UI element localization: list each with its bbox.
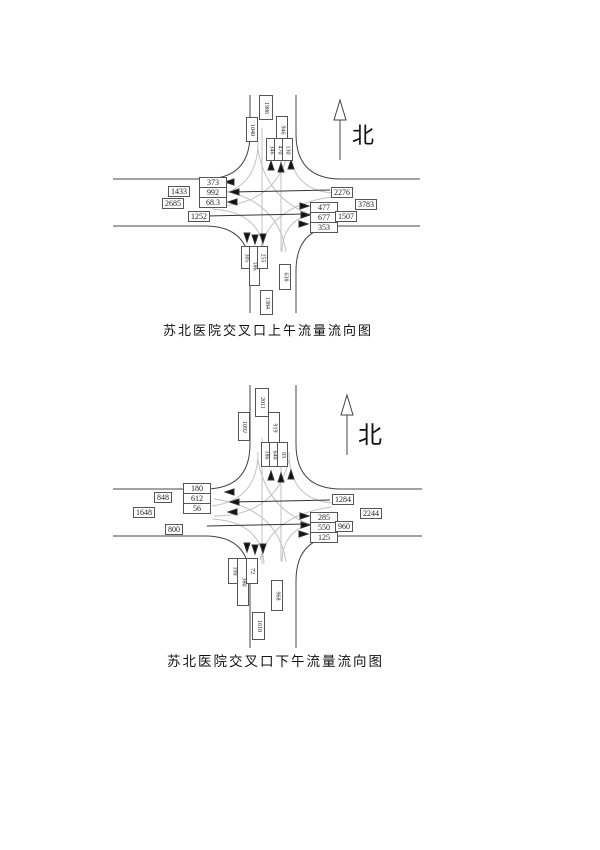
afternoon-west-movement-box: 180 612 56 bbox=[183, 483, 211, 514]
morning-caption: 苏北医院交叉口上午流量流向图 bbox=[163, 323, 374, 338]
afternoon-north-label: 北 bbox=[358, 423, 382, 449]
afternoon-east-movement-box: 285 550 125 bbox=[310, 512, 338, 543]
morning-east-movement-box: 477 677 353 bbox=[310, 202, 338, 233]
morning-west-exit: 1252 bbox=[188, 211, 210, 222]
morning-west-total: 2685 bbox=[162, 198, 184, 209]
morning-east-total: 3783 bbox=[355, 199, 377, 210]
afternoon-west-total: 1648 bbox=[133, 507, 155, 518]
morning-south-exit: 638 bbox=[279, 264, 291, 290]
afternoon-south-total: 1610 bbox=[252, 612, 265, 640]
morning-north-label: 北 bbox=[352, 123, 375, 148]
afternoon-east-sum: 960 bbox=[335, 521, 353, 532]
afternoon-north-movement-3: 93 bbox=[277, 442, 288, 467]
afternoon-west-sum: 848 bbox=[154, 492, 172, 503]
afternoon-south-exit: 968 bbox=[271, 580, 283, 611]
afternoon-north-sum: 919 bbox=[268, 412, 280, 443]
afternoon-west-exit: 800 bbox=[165, 524, 183, 535]
afternoon-north-arrow-icon bbox=[340, 394, 354, 456]
afternoon-caption: 苏北医院交叉口下午流量流向图 bbox=[167, 654, 384, 669]
morning-north-arrow-icon bbox=[333, 99, 347, 161]
afternoon-north-exit: 1092 bbox=[238, 412, 250, 441]
afternoon-east-total: 2244 bbox=[360, 508, 382, 519]
afternoon-west-movement-3: 56 bbox=[183, 503, 211, 514]
afternoon-north-total: 2011 bbox=[255, 388, 269, 417]
morning-west-movement-box: 373 992 68.3 bbox=[199, 177, 227, 208]
morning-west-movement-3: 68.3 bbox=[199, 197, 227, 208]
morning-east-sum: 1507 bbox=[335, 211, 357, 222]
morning-south-movement-3: 255 bbox=[257, 246, 268, 269]
morning-north-movement-3: 130 bbox=[282, 138, 293, 161]
morning-west-sum: 1433 bbox=[168, 186, 190, 197]
morning-north-exit: 1040 bbox=[246, 117, 258, 142]
morning-east-exit: 2276 bbox=[331, 187, 353, 198]
morning-north-total: 1986 bbox=[259, 95, 273, 120]
afternoon-east-movement-3: 125 bbox=[310, 532, 338, 543]
morning-east-movement-3: 353 bbox=[310, 222, 338, 233]
afternoon-east-exit: 1284 bbox=[332, 494, 354, 505]
afternoon-south-movement-3: 72 bbox=[246, 558, 258, 584]
morning-south-total: 1384 bbox=[260, 290, 273, 315]
